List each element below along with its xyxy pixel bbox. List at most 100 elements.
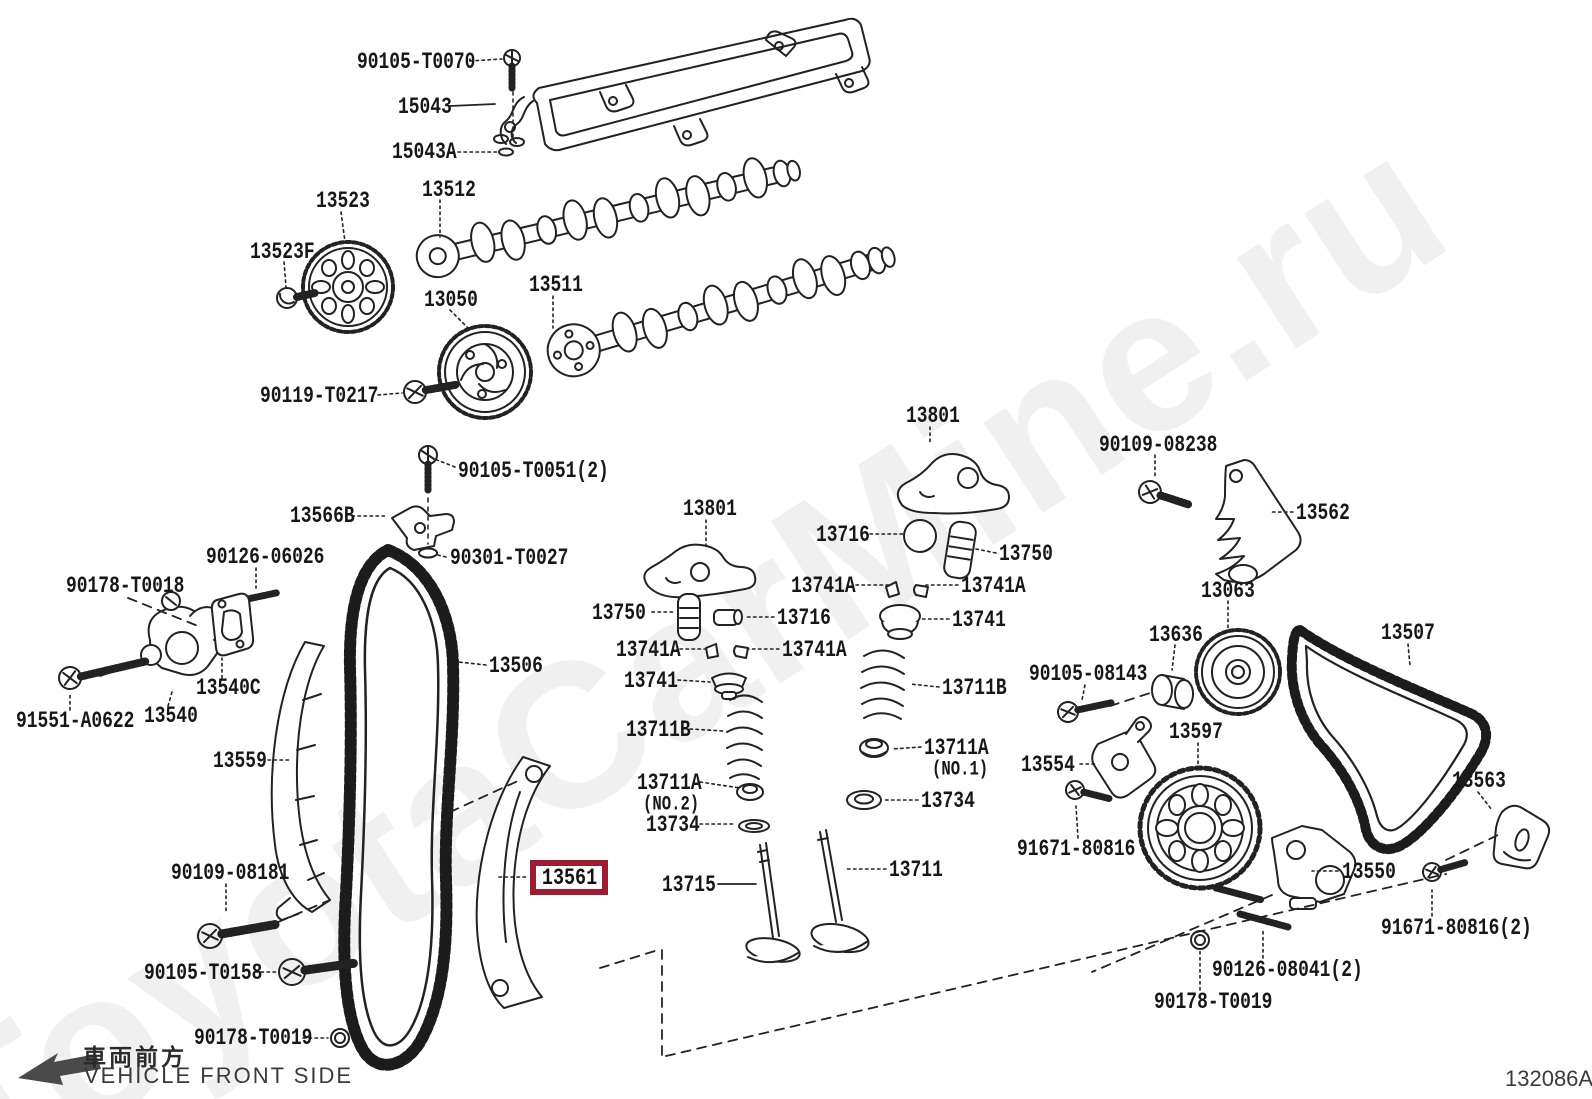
part-label-13716: 13716 xyxy=(777,605,831,631)
part-label-13801: 13801 xyxy=(683,496,737,522)
part-label-13711B: 13711B xyxy=(626,717,691,743)
bolt-90109-08181-drawing xyxy=(197,920,280,949)
part-label-13523F: 13523F xyxy=(250,239,315,265)
diagram-code: 132086A xyxy=(1505,1066,1592,1091)
pivot-13716-left-drawing xyxy=(713,609,743,626)
part-label-13512: 13512 xyxy=(422,177,476,203)
timing-chain-13506-drawing xyxy=(338,544,460,1071)
pivot-13716-right-drawing xyxy=(903,519,937,553)
nut-90178-T0019-left-drawing xyxy=(330,1028,350,1048)
spring-seat-13711A-right-drawing xyxy=(859,738,889,758)
part-label-13750: 13750 xyxy=(999,541,1053,567)
part-label-90105-T00512: 90105-T0051(2) xyxy=(458,458,609,484)
gear-13063-drawing xyxy=(1194,628,1282,716)
part-label-90109-08238: 90109-08238 xyxy=(1099,432,1218,458)
chain-damper-13561-drawing xyxy=(475,756,551,1009)
leader-lines xyxy=(69,58,1493,1039)
part-label-13506: 13506 xyxy=(489,653,543,679)
part-label-13562: 13562 xyxy=(1296,500,1350,526)
part-label-13559: 13559 xyxy=(213,748,267,774)
valve-spring-13711B-right-drawing xyxy=(860,649,905,720)
bolt-90105-T0070-drawing xyxy=(503,49,521,141)
chain-tensioner-13550-drawing xyxy=(1271,825,1357,910)
part-label-13566B: 13566B xyxy=(290,503,355,529)
bolt-13523F-drawing xyxy=(276,287,319,309)
collar-13636-drawing xyxy=(1151,674,1194,710)
vehicle-front-label-en: VEHICLE FRONT SIDE xyxy=(84,1063,354,1088)
part-label-13540C: 13540C xyxy=(196,675,261,701)
bracket-13554-drawing xyxy=(1091,716,1157,799)
part-label-13741A: 13741A xyxy=(782,637,847,663)
sprocket-13523-drawing xyxy=(301,240,395,334)
part-label-90105-T0070: 90105-T0070 xyxy=(357,49,476,75)
chain-guide-13559-drawing xyxy=(270,641,331,921)
part-label-90126-06026: 90126-06026 xyxy=(206,544,325,570)
part-label-15043A: 15043A xyxy=(392,139,457,165)
part-label-90126-080412: 90126-08041(2) xyxy=(1212,957,1363,983)
part-label-13741: 13741 xyxy=(952,607,1006,633)
part-label-90119-T0217: 90119-T0217 xyxy=(260,383,379,409)
part-label-13636: 13636 xyxy=(1149,622,1203,648)
gasket-13540C-drawing xyxy=(210,592,255,657)
vvt-gear-13050-drawing xyxy=(437,324,533,420)
part-label-13716: 13716 xyxy=(816,522,870,548)
retainer-13741-right-drawing xyxy=(879,604,921,640)
part-label-90301-T0027: 90301-T0027 xyxy=(450,545,569,571)
camshaft-13511-drawing xyxy=(546,246,896,378)
part-label-13734: 13734 xyxy=(921,788,975,814)
gasket-drawing xyxy=(493,17,871,152)
part-label-13741A: 13741A xyxy=(791,573,856,599)
bolt-90105-T0158-drawing xyxy=(278,958,358,986)
valve-spring-13711B-left-drawing xyxy=(726,694,763,780)
rocker-arm-13801-right-drawing xyxy=(896,453,1010,515)
bolt-90119-T0217-drawing xyxy=(403,380,461,404)
part-label-13511: 13511 xyxy=(529,272,583,298)
vehicle-front-label-jp: 車両前方 xyxy=(83,1044,187,1070)
part-label-NO.2: (NO.2) xyxy=(643,793,700,817)
seal-90301-T0027-drawing xyxy=(418,547,438,559)
rocker-arm-13801-left-drawing xyxy=(643,543,757,599)
part-label-13741A: 13741A xyxy=(616,637,681,663)
part-label-13554: 13554 xyxy=(1021,752,1075,778)
assembly-dashed-lines xyxy=(99,597,1501,1057)
part-label-13563: 13563 xyxy=(1452,768,1506,794)
keepers-13741A-left-drawing xyxy=(705,643,749,659)
part-label-13750: 13750 xyxy=(592,600,646,626)
part-label-90109-08181: 90109-08181 xyxy=(171,860,290,886)
valve-seal-13734-right-drawing xyxy=(846,790,882,810)
lash-adjuster-13750-right-drawing xyxy=(943,520,977,580)
sprocket-13597-drawing xyxy=(1137,765,1263,891)
part-label-15043: 15043 xyxy=(398,94,452,120)
bolt-91671-80816-2-drawing xyxy=(1422,859,1469,882)
part-label-13711A: 13711A xyxy=(637,770,702,796)
bolt-91671-80816-drawing xyxy=(1065,780,1113,802)
keepers-13741A-right-drawing xyxy=(885,581,929,598)
part-label-90105-08143: 90105-08143 xyxy=(1029,661,1148,687)
part-label-91551-A0622: 91551-A0622 xyxy=(16,708,135,734)
part-label-13597: 13597 xyxy=(1169,719,1223,745)
part-label-13715: 13715 xyxy=(662,872,716,898)
part-label-13550: 13550 xyxy=(1342,859,1396,885)
part-label-13063: 13063 xyxy=(1201,578,1255,604)
bolt-90105-08143-drawing xyxy=(1057,699,1115,723)
solid-leader-lines xyxy=(449,103,757,885)
part-label-90178-T0019: 90178-T0019 xyxy=(1154,989,1273,1015)
bracket-13566B-drawing xyxy=(391,445,455,559)
part-label-13711B: 13711B xyxy=(942,675,1007,701)
part-label-13711A: 13711A xyxy=(924,735,989,761)
chain-guide-13563-drawing xyxy=(1492,804,1551,870)
part-label-13523: 13523 xyxy=(316,188,370,214)
part-label-13741A: 13741A xyxy=(961,573,1026,599)
valve-seal-13734-left-drawing xyxy=(738,819,770,833)
retainer-13741-left-drawing xyxy=(711,672,747,700)
valve-13715-drawing xyxy=(745,842,801,964)
timing-chain-13507-drawing xyxy=(1286,625,1492,855)
vehicle-front-arrow-icon xyxy=(18,1053,101,1085)
part-label-13711: 13711 xyxy=(889,857,943,883)
part-label-13801: 13801 xyxy=(906,403,960,429)
valve-13711-drawing xyxy=(810,829,870,954)
part-label-13741: 13741 xyxy=(624,668,678,694)
